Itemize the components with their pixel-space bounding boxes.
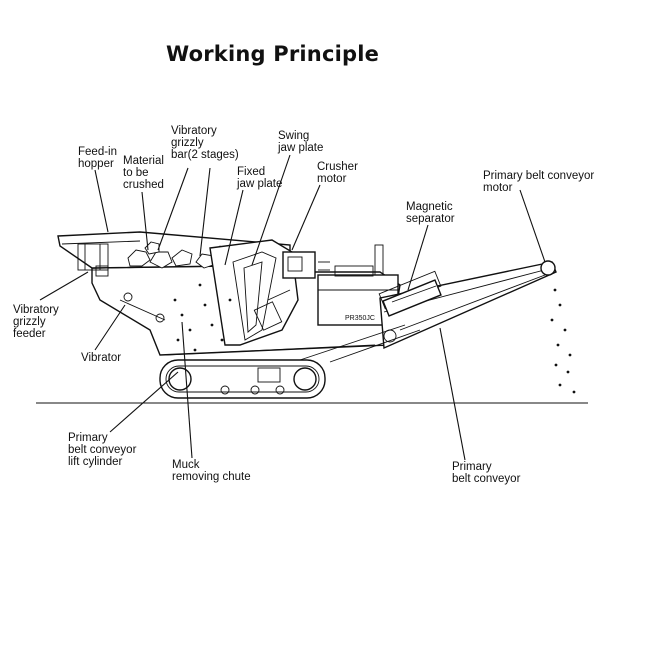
crusher-housing: [209, 239, 299, 346]
label-primary-belt-conveyor-motor: Primary belt conveyor motor: [483, 170, 595, 194]
label-vibrator: Vibrator: [81, 352, 122, 364]
crawler-track: [159, 359, 326, 399]
falling-material: [173, 283, 576, 394]
magnetic-separator: [382, 279, 442, 317]
label-primary-belt-conveyor-lift-cylinder: Primary belt conveyor lift cylinder: [68, 432, 137, 468]
label-primary-belt-conveyor: Primary belt conveyor: [452, 461, 521, 485]
label-vibratory-grizzly-feeder: Vibratory grizzly feeder: [13, 304, 59, 340]
primary-belt-conveyor: [299, 260, 557, 363]
label-magnetic-separator: Magnetic separator: [406, 201, 455, 225]
label-swing-jaw-plate: Swing jaw plate: [278, 130, 324, 154]
label-vibratory-grizzly-bar: Vibratory grizzly bar(2 stages): [171, 125, 239, 161]
label-fixed-jaw-plate: Fixed jaw plate: [237, 166, 283, 190]
label-feed-in-hopper: Feed-in hopper: [78, 146, 117, 170]
machine-plate: PR350JC: [345, 315, 375, 322]
label-muck-removing-chute: Muck removing chute: [172, 459, 251, 483]
label-crusher-motor: Crusher motor: [317, 161, 358, 185]
crusher-motor: [282, 251, 330, 279]
leader-lines: [39, 154, 546, 461]
page-title: Working Principle: [166, 42, 380, 66]
label-material-to-be-crushed: Material to be crushed: [123, 155, 164, 191]
